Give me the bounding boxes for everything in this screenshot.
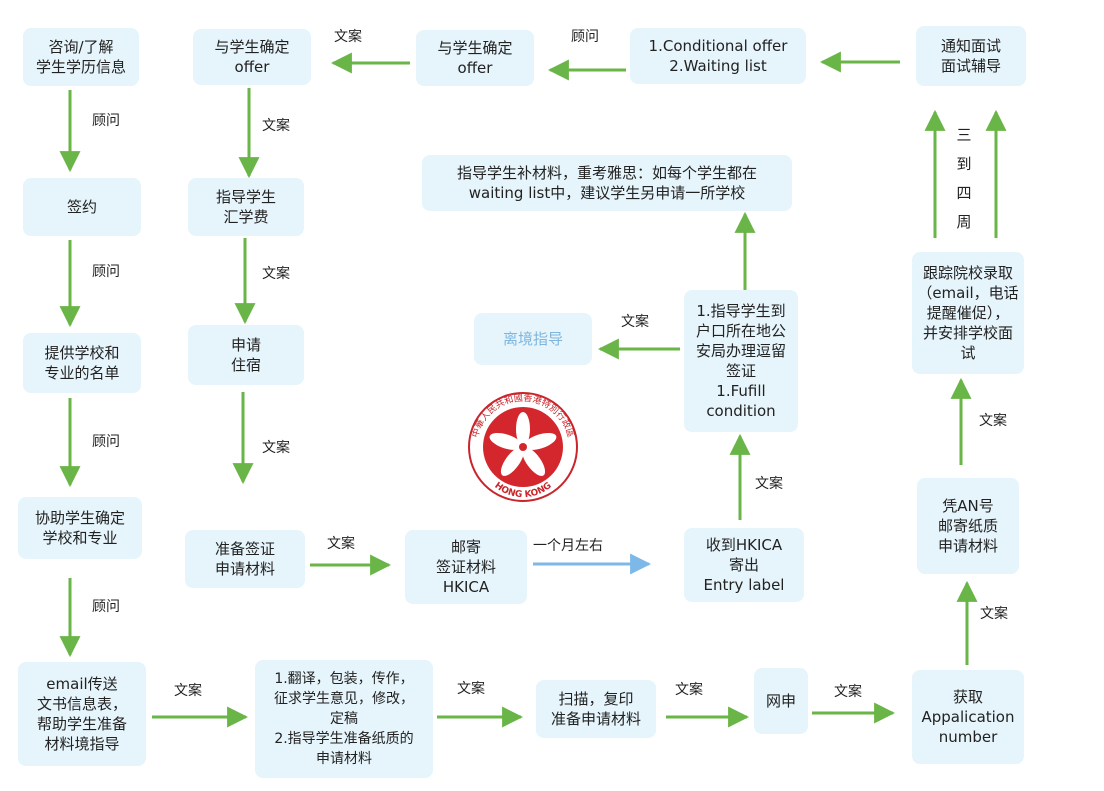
- label-consultant-4: 顾问: [92, 599, 120, 615]
- label-one-month: 一个月左右: [533, 538, 603, 554]
- node-track: 跟踪院校录取 （email，电话 提醒催促）， 并安排学校面 试: [912, 252, 1024, 374]
- hong-kong-emblem-icon: 中華人民共和國香港特別行政區 HONG KONG: [468, 392, 578, 502]
- label-consultant-top: 顾问: [571, 29, 599, 45]
- node-online-apply: 网申: [754, 668, 808, 734]
- label-copy-scan: 文案: [675, 682, 703, 698]
- node-sign: 签约: [23, 178, 141, 236]
- node-confirm-offer-2: 与学生确定 offer: [416, 30, 534, 86]
- node-supplement: 指导学生补材料，重考雅思：如每个学生都在 waiting list中，建议学生另…: [422, 155, 792, 211]
- label-copy-number: 文案: [980, 606, 1008, 622]
- node-offer-result: 1.Conditional offer 2.Waiting list: [630, 28, 806, 84]
- label-copy-mail-paper: 文案: [979, 413, 1007, 429]
- node-visa-materials: 准备签证 申请材料: [185, 530, 305, 588]
- label-copy-visa: 文案: [262, 440, 290, 456]
- label-copy-permit: 文案: [755, 476, 783, 492]
- label-copy-departure: 文案: [621, 314, 649, 330]
- label-consultant-1: 顾问: [92, 113, 120, 129]
- label-copy-fee: 文案: [262, 118, 290, 134]
- node-receive-label: 收到HKICA 寄出 Entry label: [684, 528, 804, 602]
- node-translate: 1.翻译，包装，传作， 征求学生意见，修改， 定稿 2.指导学生准备纸质的 申请…: [255, 660, 433, 778]
- node-confirm-school: 协助学生确定 学校和专业: [18, 497, 142, 559]
- node-scan: 扫描，复印 准备申请材料: [536, 680, 656, 738]
- label-copy-confirm2: 文案: [334, 29, 362, 45]
- label-consultant-2: 顾问: [92, 264, 120, 280]
- label-three-four-weeks: 三 到 四 周: [956, 126, 972, 231]
- node-mail-paper: 凭AN号 邮寄纸质 申请材料: [917, 478, 1019, 574]
- node-accommodation: 申请 住宿: [188, 325, 304, 385]
- label-copy-online: 文案: [834, 684, 862, 700]
- label-copy-visa-mail: 文案: [327, 536, 355, 552]
- node-consult: 咨询/了解 学生学历信息: [23, 28, 139, 86]
- node-school-list: 提供学校和 专业的名单: [23, 333, 141, 393]
- node-departure: 离境指导: [474, 313, 592, 365]
- label-copy-accommodation: 文案: [262, 266, 290, 282]
- node-interview: 通知面试 面试辅导: [916, 26, 1026, 86]
- node-confirm-offer-1: 与学生确定 offer: [193, 29, 311, 85]
- label-copy-translate: 文案: [457, 681, 485, 697]
- label-consultant-3: 顾问: [92, 434, 120, 450]
- node-pay-fee: 指导学生 汇学费: [188, 178, 304, 236]
- node-email-docs: email传送 文书信息表， 帮助学生准备 材料境指导: [18, 662, 146, 766]
- node-mail-visa: 邮寄 签证材料 HKICA: [405, 530, 527, 604]
- label-copy-email: 文案: [174, 683, 202, 699]
- node-get-number: 获取 Appalication number: [912, 670, 1024, 764]
- node-police-permit: 1.指导学生到 户口所在地公 安局办理逗留 签证 1.Fufill condit…: [684, 290, 798, 432]
